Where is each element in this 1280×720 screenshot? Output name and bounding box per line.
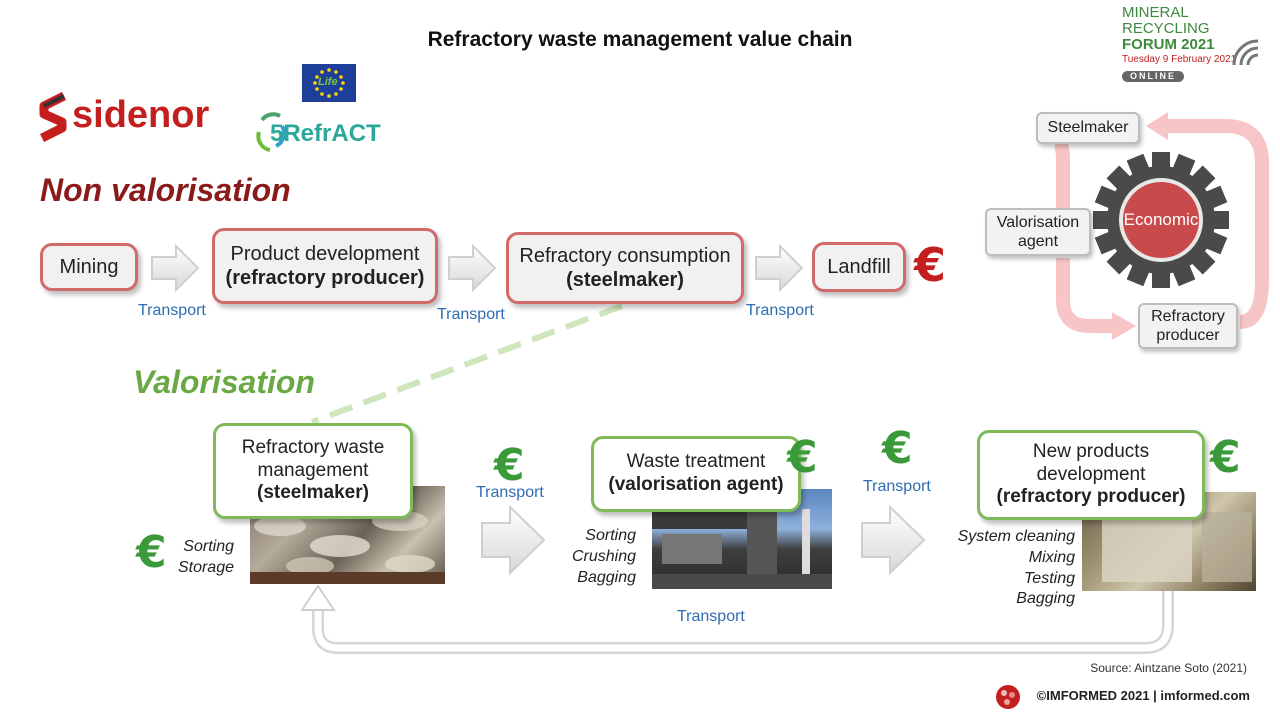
- 5refract-logo: 5RefrACT: [256, 110, 396, 156]
- product-development-actor: (refractory producer): [225, 267, 425, 289]
- new-products-line2: development: [1036, 463, 1146, 485]
- return-arrow: [314, 590, 1172, 652]
- refractory-consumption-label: Refractory consumption: [519, 245, 731, 267]
- arrow-icon: [448, 243, 497, 293]
- step-item: System cleaning: [957, 528, 1075, 545]
- page-title: Refractory waste management value chain: [427, 28, 853, 51]
- non-valorisation-heading: Non valorisation: [40, 172, 291, 208]
- product-development-label: Product development: [230, 243, 420, 265]
- euro-green-icon: €: [882, 423, 913, 474]
- transport-label: Transport: [863, 478, 931, 495]
- footer-copyright: ©IMFORMED 2021 | imformed.com: [1036, 688, 1250, 703]
- transport-label: Transport: [746, 302, 814, 319]
- sidenor-mark-icon: [39, 92, 67, 142]
- steps-list-new-products: System cleaning Mixing Testing Bagging: [940, 527, 1075, 610]
- wifi-icon: [1232, 39, 1259, 66]
- euro-green-icon: €: [1210, 432, 1241, 483]
- imformed-logo-icon: [995, 684, 1021, 710]
- waste-management-line1: Refractory waste: [241, 436, 385, 458]
- step-item: Bagging: [1016, 590, 1075, 608]
- refractory-consumption-box: Refractory consumption (steelmaker): [506, 232, 744, 304]
- forum-logo: MINERAL RECYCLING FORUM 2021 Tuesday 9 F…: [1122, 4, 1272, 82]
- transport-label: Transport: [437, 306, 505, 323]
- step-item: Testing: [1024, 569, 1075, 587]
- arrow-icon: [861, 504, 926, 576]
- forum-logo-badge: ONLINE: [1122, 71, 1185, 82]
- economic-label: Economic: [1123, 210, 1199, 229]
- mining-box: Mining: [40, 243, 138, 291]
- steps-list-waste-management: Sorting Storage: [150, 537, 234, 579]
- recycle-arrows-icon: [256, 112, 286, 152]
- landfill-box: Landfill: [812, 242, 906, 292]
- euro-green-icon: €: [494, 440, 525, 491]
- cycle-loop: [1053, 133, 1070, 210]
- arrow-icon: [481, 504, 546, 576]
- waste-treatment-actor: (valorisation agent): [608, 474, 784, 495]
- step-item: Crushing: [571, 547, 636, 565]
- euro-red-icon: €: [914, 238, 947, 292]
- refractory-producer-line1: Refractory: [1151, 307, 1225, 325]
- step-item: Mixing: [1028, 548, 1075, 566]
- waste-treatment-label: Waste treatment: [626, 451, 766, 473]
- dashed-connector: [310, 303, 624, 425]
- euro-green-icon: €: [136, 527, 167, 578]
- life-wordmark: Life: [318, 76, 338, 88]
- steelmaker-box: Steelmaker: [1036, 112, 1140, 144]
- step-item: Storage: [177, 558, 234, 576]
- gear-icon: [1093, 152, 1229, 288]
- refractory-producer-line2: producer: [1156, 327, 1220, 344]
- euro-green-icon: €: [787, 432, 818, 483]
- cycle-loop: [1056, 258, 1115, 333]
- mining-label: Mining: [59, 256, 119, 278]
- new-products-actor: (refractory producer): [996, 486, 1186, 508]
- return-arrowhead-icon: [300, 584, 336, 611]
- step-item: Sorting: [183, 538, 234, 555]
- refractory-consumption-actor: (steelmaker): [566, 269, 684, 291]
- eu-stars-icon: [313, 68, 345, 98]
- source-note: Source: Aintzane Soto (2021): [1090, 661, 1247, 675]
- cycle-arrowhead-icon: [1146, 112, 1168, 140]
- waste-management-actor: (steelmaker): [257, 482, 369, 504]
- arrow-icon: [755, 243, 804, 293]
- waste-management-line2: management: [257, 459, 369, 481]
- new-products-box: New products development (refractory pro…: [977, 430, 1205, 520]
- valorisation-agent-line1: Valorisation: [996, 213, 1080, 231]
- refractory-producer-box: Refractory producer: [1138, 303, 1238, 349]
- forum-logo-date: Tuesday 9 February 2021: [1122, 54, 1237, 65]
- refractory-waste-management-box: Refractory waste management (steelmaker): [213, 423, 413, 519]
- arrow-icon: [151, 243, 200, 293]
- forum-logo-line2: FORUM 2021: [1122, 36, 1215, 53]
- sidenor-wordmark: sidenor: [72, 94, 210, 136]
- steelmaker-label: Steelmaker: [1047, 119, 1129, 137]
- step-item: Bagging: [577, 568, 636, 586]
- cycle-arrowhead-icon: [1112, 312, 1136, 340]
- landfill-label: Landfill: [827, 256, 891, 278]
- valorisation-agent-line2: agent: [1017, 233, 1059, 250]
- product-development-box: Product development (refractory producer…: [212, 228, 438, 304]
- life-eu-logo: Life: [302, 64, 356, 102]
- waste-treatment-box: Waste treatment (valorisation agent): [591, 436, 801, 512]
- steps-list-waste-treatment: Sorting Crushing Bagging: [550, 526, 636, 588]
- valorisation-agent-box: Valorisation agent: [985, 208, 1091, 256]
- transport-label: Transport: [476, 484, 544, 501]
- transport-label: Transport: [677, 608, 745, 625]
- 5refract-wordmark: 5RefrACT: [270, 120, 381, 147]
- sidenor-logo: sidenor: [36, 92, 226, 142]
- cycle-loop: [1160, 119, 1269, 329]
- step-item: Sorting: [585, 527, 636, 544]
- valorisation-heading: Valorisation: [133, 364, 315, 400]
- transport-label: Transport: [138, 302, 206, 319]
- forum-logo-line1: MINERAL RECYCLING: [1122, 4, 1210, 37]
- new-products-line1: New products: [1032, 440, 1150, 462]
